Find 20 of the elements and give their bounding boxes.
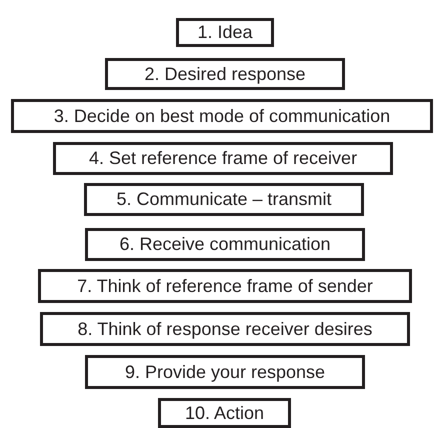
process-box [176,18,274,47]
process-box [158,398,291,428]
process-box [85,355,365,389]
process-box [84,183,364,216]
step-label: 5. Communicate – transmit [116,189,332,210]
process-box [53,142,393,175]
process-box [38,269,412,303]
step-label: 2. Desired response [144,64,306,84]
process-box [40,312,410,346]
step-label: 8. Think of response receiver desires [78,318,372,340]
step-label: 1. Idea [197,22,253,43]
process-box [85,228,365,261]
step-label: 10. Action [184,402,264,424]
step-label: 3. Decide on best mode of communication [54,106,390,126]
step-label: 4. Set reference frame of receiver [88,148,358,169]
step-label: 7. Think of reference frame of sender [77,276,373,296]
step-label: 6. Receive communication [119,234,331,255]
process-box [11,99,433,133]
process-box [105,58,345,90]
step-label: 9. Provide your response [124,362,326,382]
